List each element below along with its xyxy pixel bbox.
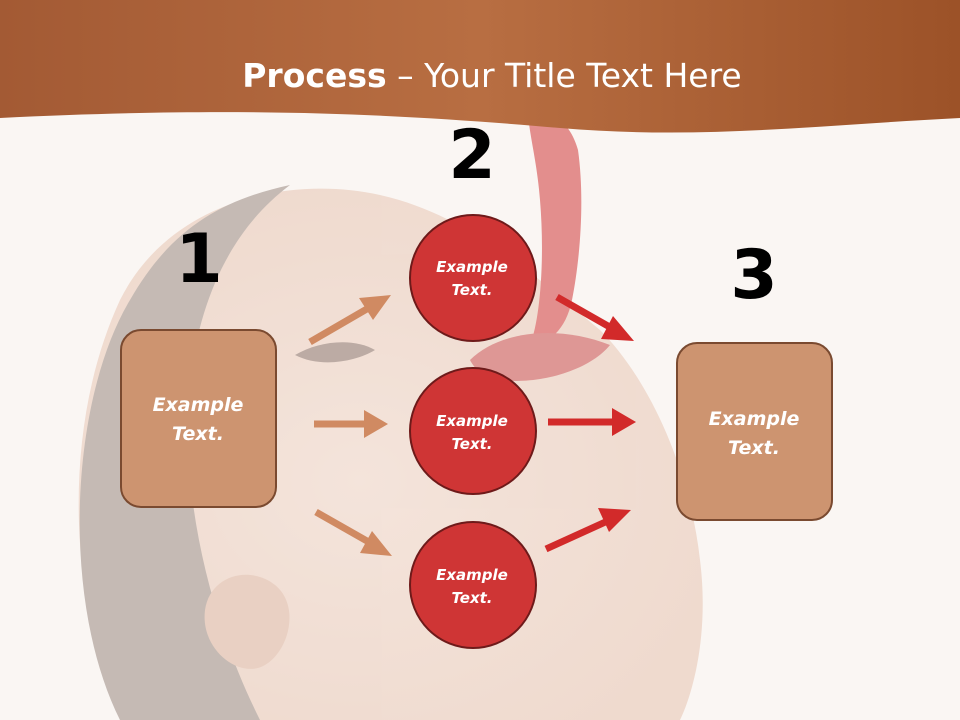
arrow-right-lower (544, 508, 631, 553)
end-box[interactable] (676, 342, 833, 521)
process-circle-3[interactable] (409, 521, 537, 649)
arrow-left-upper (308, 295, 391, 346)
start-box-line1: Example (153, 394, 244, 416)
process-circle-3-line1: Example (436, 566, 508, 584)
eye-shape (295, 342, 375, 363)
process-circle-1[interactable] (409, 214, 537, 342)
process-circle-2[interactable] (409, 367, 537, 495)
arrow-right-middle (548, 408, 636, 436)
slide-title-dash: – (387, 56, 424, 95)
step-number-1: 1 (175, 220, 222, 299)
slide-title-bold: Process (242, 56, 386, 95)
process-circle-3-line2: Text. (451, 589, 492, 607)
arrow-left-lower (314, 508, 392, 556)
step-number-3: 3 (730, 236, 777, 315)
slide-title: Process – Your Title Text Here (242, 56, 742, 95)
lips-shape (470, 333, 610, 381)
end-box-line2: Text. (728, 437, 780, 459)
title-banner (0, 0, 960, 133)
process-circle-2-line2: Text. (451, 435, 492, 453)
process-circle-1-line1: Example (436, 258, 508, 276)
arrow-left-middle (314, 410, 388, 438)
slide-title-rest: Your Title Text Here (423, 56, 742, 95)
ear-shape (204, 574, 290, 669)
chili-pepper (528, 110, 582, 345)
process-circle-2-line1: Example (436, 412, 508, 430)
start-box[interactable] (120, 329, 277, 508)
process-circle-1-line2: Text. (451, 281, 492, 299)
end-box-line1: Example (709, 408, 800, 430)
start-box-line2: Text. (172, 423, 224, 445)
arrow-right-upper (555, 293, 634, 341)
step-number-2: 2 (448, 116, 495, 195)
